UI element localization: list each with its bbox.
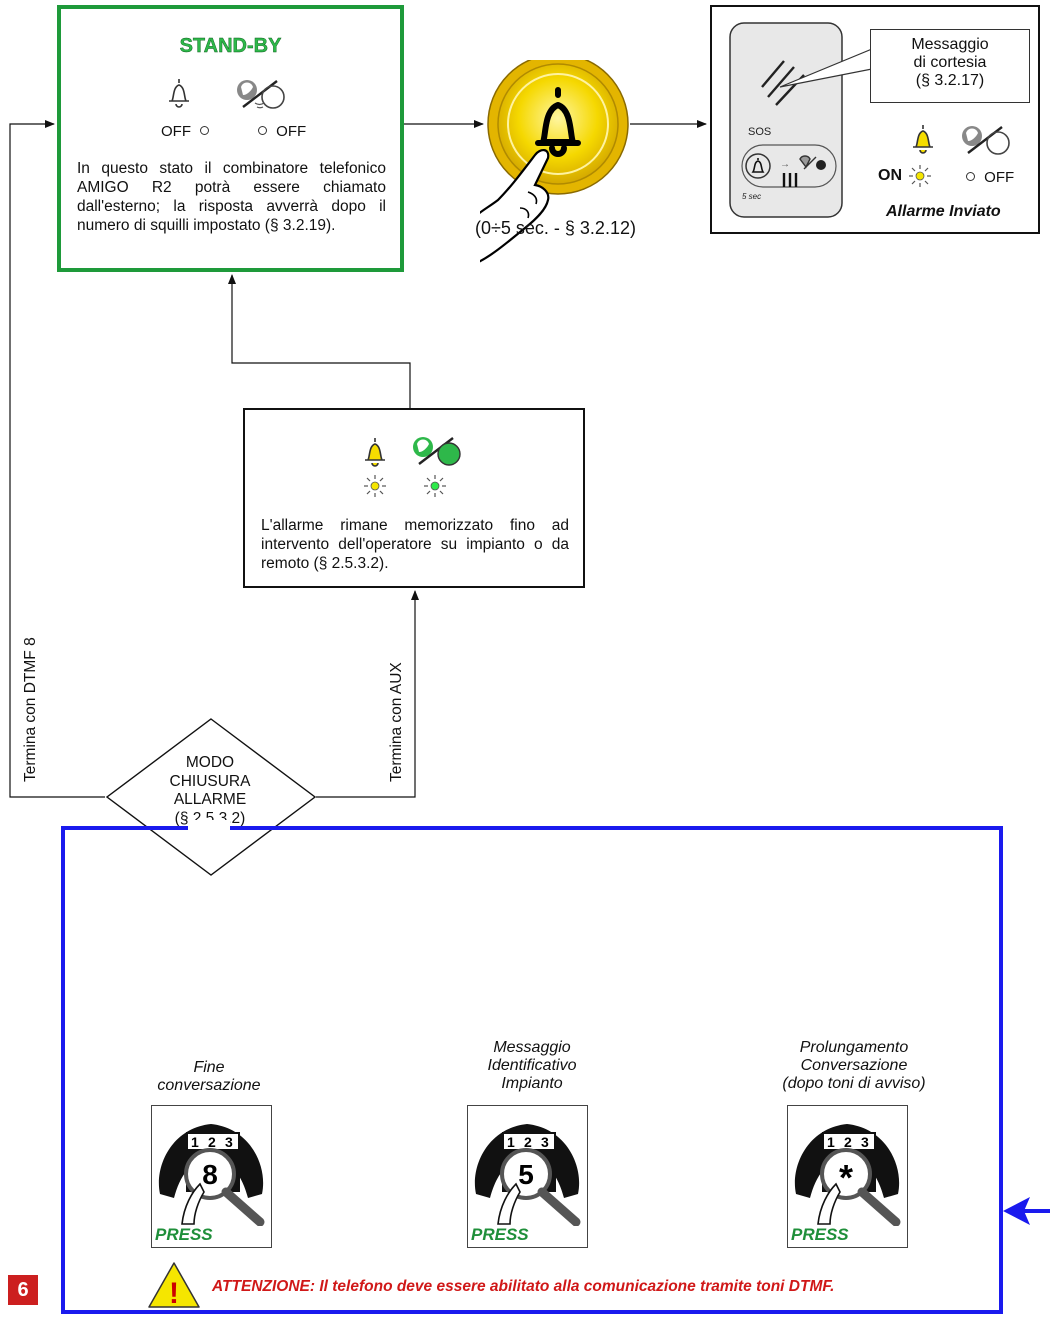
callout-line-3: (§ 3.2.17) [915,72,985,89]
bell-icon [535,87,581,157]
svg-text:!: ! [169,1277,179,1310]
call-state-label: OFF [984,169,1015,186]
phone-keypad-icon: 1 2 3 8 [158,1124,265,1226]
alarm-button[interactable] [480,60,640,275]
memorized-alarm-box: L'allarme rimane memorizzato fino ad int… [243,408,585,588]
caption-line: Prolungamento [799,1039,909,1056]
box-gap [188,820,230,834]
bell-state-label: ON [878,167,902,184]
callout-line-1: Messaggio [911,36,989,53]
led-green-on-icon [424,475,446,497]
press-label: PRESS [791,1225,849,1244]
decision-line-2: CHIUSURA [169,772,251,790]
call-state: OFF [966,169,1014,186]
branch-label-aux: Termina con AUX [388,662,405,782]
incoming-arrow [1003,1197,1050,1225]
bell-state: OFF [161,123,210,140]
call-on-icon [413,437,461,466]
caption-line: (dopo toni di avviso) [782,1075,926,1092]
svg-text:3: 3 [861,1134,869,1150]
svg-text:1: 1 [191,1134,199,1150]
decision-line-1: MODO [185,754,235,771]
activity-bars-icon [782,173,798,187]
standby-description: In questo stato il combinatore telefonic… [77,160,386,234]
alarm-sent-caption: Allarme Inviato [886,203,1001,220]
warning-icon: ! [148,1262,200,1310]
phone-keypad-icon: 1 2 3 * [794,1124,901,1226]
caption-line: Messaggio [493,1039,571,1056]
action-caption-extend: Prolungamento Conversazione (dopo toni d… [764,1039,944,1093]
decision-diamond [105,718,317,876]
action-caption-message: Messaggio Identificativo Impianto [452,1039,612,1093]
call-state-label: OFF [276,123,307,140]
phone-keypad-icon: 1 2 3 5 [474,1124,581,1226]
led-off-icon [200,126,210,135]
bell-state-label: OFF [161,123,191,140]
call-off-icon [962,126,1010,155]
standby-title: STAND-BY [179,35,282,57]
callout-line-2: di cortesia [913,54,987,71]
sos-label: SOS [748,126,771,138]
led-yellow-on-icon [364,475,386,497]
hold-label: 5 sec [742,192,761,201]
branch-label-dtmf8: Termina con DTMF 8 [22,637,39,782]
press-label: PRESS [471,1225,529,1244]
led-off-icon [966,172,975,181]
action-caption-end: Fine conversazione [134,1059,284,1095]
press-label: PRESS [155,1225,213,1244]
svg-text:5: 5 [518,1159,534,1190]
connector-aux [316,590,419,798]
caption-line: Fine [193,1059,225,1076]
svg-text:8: 8 [202,1159,218,1190]
callout-box: Messaggio di cortesia (§ 3.2.17) [870,29,1030,103]
svg-text:3: 3 [541,1134,549,1150]
pointing-hand-icon [480,149,550,263]
led-off-icon [258,126,267,135]
page-number: 6 [8,1275,38,1305]
caption-line: Conversazione [800,1057,908,1074]
bell-on-icon [365,438,385,467]
alarm-sent-box: SOS 5 sec → Messaggio di cortesia (§ 3.2… [710,5,1040,234]
device-panel: SOS 5 sec → [729,22,843,218]
small-call-icon [799,155,817,170]
connector-dtmf8 [9,120,105,798]
small-bell-icon [751,158,765,173]
bell-state: ON [878,167,902,185]
svg-text:2: 2 [844,1134,852,1150]
keypad-tile-8[interactable]: 1 2 3 8 PRESS [151,1105,272,1248]
caption-line: conversazione [157,1077,261,1094]
decision-line-3: ALLARME [173,791,247,808]
svg-text:→: → [780,159,790,170]
caption-line: Identificativo [487,1057,577,1074]
bell-off-icon [169,79,189,108]
keypad-tile-star[interactable]: 1 2 3 * PRESS [787,1105,908,1248]
connector-memorized-standby [228,274,411,408]
svg-text:2: 2 [524,1134,532,1150]
standby-box: STAND-BY OFF OFF In questo stato il comb… [57,5,404,272]
decision-text: MODO CHIUSURA ALLARME (§ 2.5.3.2) [150,754,270,828]
svg-text:2: 2 [208,1134,216,1150]
keypad-actions-box [61,826,1003,1314]
svg-text:3: 3 [225,1134,233,1150]
led-yellow-on-icon [909,165,931,187]
call-off-icon [237,80,285,109]
svg-text:1: 1 [507,1134,515,1150]
keypad-tile-5[interactable]: 1 2 3 5 PRESS [467,1105,588,1248]
caption-line: Impianto [501,1075,563,1092]
call-state: OFF [258,123,306,140]
svg-text:*: * [839,1157,853,1198]
warning-text: ATTENZIONE: Il telefono deve essere abil… [212,1278,835,1295]
bell-on-icon [913,125,933,154]
svg-text:1: 1 [827,1134,835,1150]
memorized-description: L'allarme rimane memorizzato fino ad int… [261,517,569,572]
button-timing: (0÷5 sec. - § 3.2.12) [475,218,636,238]
